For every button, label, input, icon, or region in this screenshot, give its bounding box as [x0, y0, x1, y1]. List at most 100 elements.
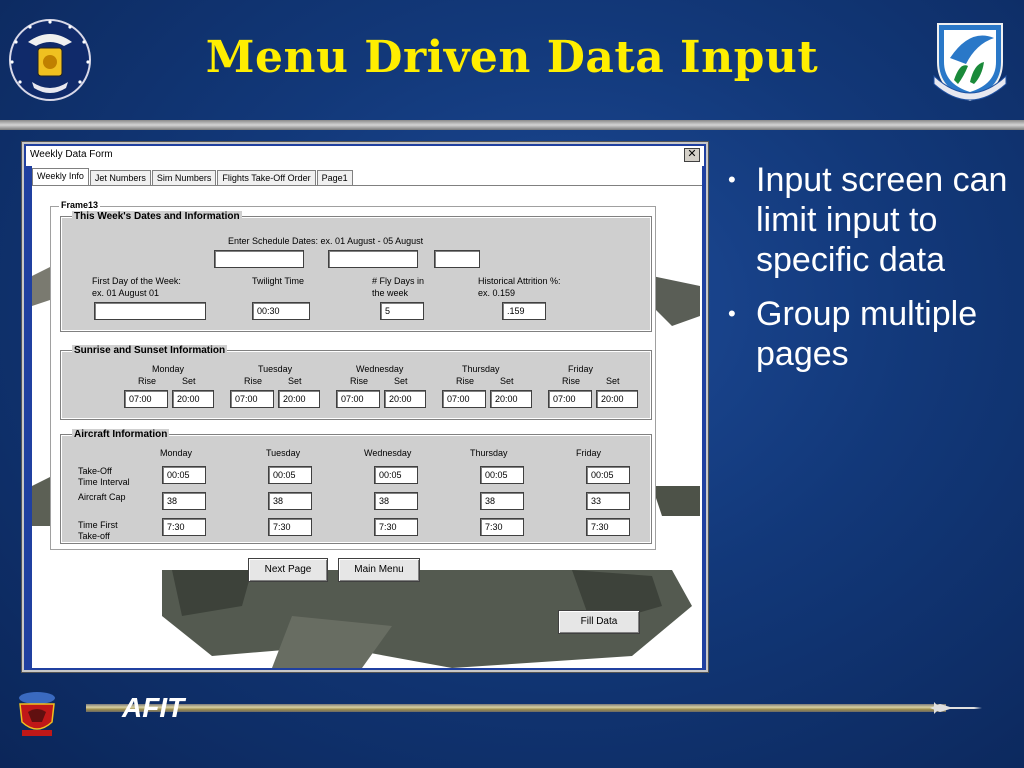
- next-page-button[interactable]: Next Page: [248, 558, 328, 582]
- sun-day-friday: Friday: [568, 364, 594, 374]
- bullet-text: Input screen can limit input to specific…: [756, 161, 1008, 279]
- frame13: Frame13 This Week's Dates and Informatio…: [50, 200, 656, 550]
- interval-row-label: Take-Off: [78, 466, 112, 476]
- friday-set-field[interactable]: 20:00: [596, 390, 638, 408]
- fly-days-field[interactable]: 5: [380, 302, 424, 320]
- window-title: Weekly Data Form: [30, 149, 113, 160]
- frame13-legend: Frame13: [59, 200, 101, 210]
- footer-label: AFIT: [122, 692, 185, 723]
- thursday-rise-field[interactable]: 07:00: [442, 390, 486, 408]
- friday-cap-field[interactable]: 33: [586, 492, 630, 510]
- jet-silhouette-icon: [930, 702, 982, 714]
- tab-page1[interactable]: Page1: [316, 170, 353, 185]
- wednesday-set-field[interactable]: 20:00: [384, 390, 426, 408]
- wednesday-first-takeoff-field[interactable]: 7:30: [374, 518, 418, 536]
- twilight-time-label: Twilight Time: [252, 276, 305, 286]
- first-day-example: ex. 01 August 01: [92, 288, 160, 298]
- tuesday-set-field[interactable]: 20:00: [278, 390, 320, 408]
- schedule-dates-label: Enter Schedule Dates: ex. 01 August - 05…: [228, 236, 424, 246]
- aircraft-day-monday: Monday: [160, 448, 193, 458]
- bullet-list: • Input screen can limit input to specifi…: [728, 160, 1018, 388]
- sun-day-wednesday: Wednesday: [356, 364, 404, 374]
- friday-first-takeoff-field[interactable]: 7:30: [586, 518, 630, 536]
- sun-day-monday: Monday: [152, 364, 185, 374]
- monday-rise-field[interactable]: 07:00: [124, 390, 168, 408]
- bullet-item: • Group multiple pages: [728, 294, 1018, 374]
- fill-data-button[interactable]: Fill Data: [558, 610, 640, 634]
- tab-jet-numbers[interactable]: Jet Numbers: [89, 170, 151, 185]
- sunrise-sunset-group-legend: Sunrise and Sunset Information: [72, 345, 228, 356]
- air-force-seal-logo: [9, 19, 91, 101]
- aircraft-day-friday: Friday: [576, 448, 602, 458]
- aircraft-day-thursday: Thursday: [470, 448, 508, 458]
- close-icon[interactable]: ✕: [684, 148, 700, 162]
- set-label: Set: [500, 376, 514, 386]
- training-wing-shield-logo: [933, 23, 1007, 102]
- dates-group-legend: This Week's Dates and Information: [72, 211, 242, 222]
- bullet-text: Group multiple pages: [756, 295, 978, 373]
- schedule-date-field-2[interactable]: [328, 250, 418, 268]
- window-client-area: Weekly Info Jet Numbers Sim Numbers Flig…: [32, 166, 702, 668]
- thursday-interval-field[interactable]: 00:05: [480, 466, 524, 484]
- bullet-dot-icon: •: [728, 167, 736, 192]
- rise-label: Rise: [562, 376, 581, 386]
- fly-days-sublabel: the week: [372, 288, 409, 298]
- twilight-time-field[interactable]: 00:30: [252, 302, 310, 320]
- monday-set-field[interactable]: 20:00: [172, 390, 214, 408]
- schedule-date-field-3[interactable]: [434, 250, 480, 268]
- thursday-first-takeoff-field[interactable]: 7:30: [480, 518, 524, 536]
- aircraft-day-tuesday: Tuesday: [266, 448, 301, 458]
- tab-flights-take-off-order[interactable]: Flights Take-Off Order: [217, 170, 316, 185]
- aircraft-info-group: Aircraft Information Take-Off Time Inter…: [61, 429, 651, 543]
- set-label: Set: [288, 376, 302, 386]
- monday-interval-field[interactable]: 00:05: [162, 466, 206, 484]
- tuesday-rise-field[interactable]: 07:00: [230, 390, 274, 408]
- first-takeoff-row-sublabel: Take-off: [78, 531, 110, 541]
- slide-title: Menu Driven Data Input: [205, 32, 819, 83]
- wednesday-cap-field[interactable]: 38: [374, 492, 418, 510]
- bull-emblem-logo: [19, 692, 55, 736]
- schedule-date-field-1[interactable]: [214, 250, 304, 268]
- wednesday-rise-field[interactable]: 07:00: [336, 390, 380, 408]
- monday-cap-field[interactable]: 38: [162, 492, 206, 510]
- sun-day-thursday: Thursday: [462, 364, 500, 374]
- wednesday-interval-field[interactable]: 00:05: [374, 466, 418, 484]
- tuesday-first-takeoff-field[interactable]: 7:30: [268, 518, 312, 536]
- tab-underline: [32, 185, 702, 186]
- tab-sim-numbers[interactable]: Sim Numbers: [151, 170, 217, 185]
- rise-label: Rise: [244, 376, 263, 386]
- bullet-item: • Input screen can limit input to specifi…: [728, 160, 1018, 280]
- bullet-dot-icon: •: [728, 301, 736, 326]
- sunrise-sunset-group: Sunrise and Sunset Information Monday Ri…: [61, 345, 651, 419]
- aircraft-day-wednesday: Wednesday: [364, 448, 412, 458]
- first-takeoff-row-label: Time First: [78, 520, 118, 530]
- friday-rise-field[interactable]: 07:00: [548, 390, 592, 408]
- tab-strip: Weekly Info Jet Numbers Sim Numbers Flig…: [32, 168, 354, 186]
- rise-label: Rise: [350, 376, 369, 386]
- first-day-label: First Day of the Week:: [92, 276, 181, 286]
- tuesday-interval-field[interactable]: 00:05: [268, 466, 312, 484]
- dates-group: This Week's Dates and Information Enter …: [61, 211, 651, 331]
- set-label: Set: [394, 376, 408, 386]
- thursday-cap-field[interactable]: 38: [480, 492, 524, 510]
- attrition-field[interactable]: .159: [502, 302, 546, 320]
- aircraft-info-group-legend: Aircraft Information: [72, 429, 170, 440]
- fly-days-label: # Fly Days in: [372, 276, 425, 286]
- first-day-field[interactable]: [94, 302, 206, 320]
- thursday-set-field[interactable]: 20:00: [490, 390, 532, 408]
- attrition-label: Historical Attrition %:: [478, 276, 561, 286]
- monday-first-takeoff-field[interactable]: 7:30: [162, 518, 206, 536]
- cap-row-label: Aircraft Cap: [78, 492, 126, 502]
- rise-label: Rise: [456, 376, 475, 386]
- sun-day-tuesday: Tuesday: [258, 364, 293, 374]
- footer-divider: [86, 704, 946, 712]
- attrition-example: ex. 0.159: [478, 288, 516, 298]
- set-label: Set: [182, 376, 196, 386]
- tuesday-cap-field[interactable]: 38: [268, 492, 312, 510]
- weekly-data-form-window: Weekly Data Form ✕ Weekly Info Jet Numbe…: [22, 142, 708, 672]
- main-menu-button[interactable]: Main Menu: [338, 558, 420, 582]
- window-titlebar: Weekly Data Form ✕: [26, 146, 704, 166]
- header-divider: [0, 120, 1024, 130]
- friday-interval-field[interactable]: 00:05: [586, 466, 630, 484]
- tab-weekly-info[interactable]: Weekly Info: [32, 168, 89, 186]
